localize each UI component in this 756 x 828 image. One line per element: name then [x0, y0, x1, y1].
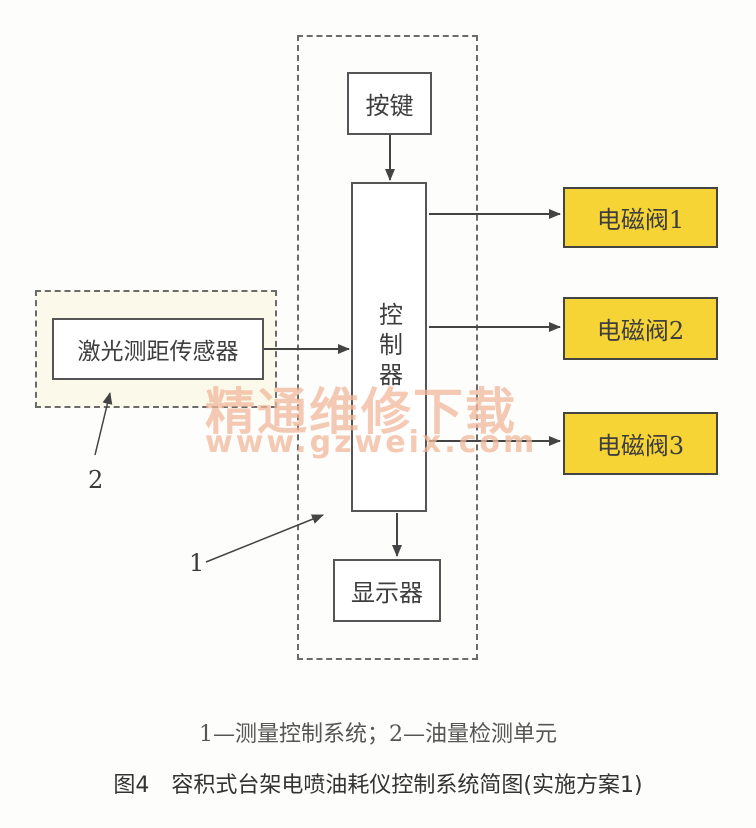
display-box: 显示器: [333, 559, 441, 622]
leader-line-2: [94, 392, 113, 456]
sensor-box: 激光测距传感器: [52, 318, 264, 380]
sensor-label: 激光测距传感器: [77, 339, 239, 365]
figure-caption: 图4 容积式台架电喷油耗仪控制系统简图(实施方案1): [113, 773, 643, 798]
valve-1-box: 电磁阀1: [563, 187, 718, 248]
callout-2: 2: [88, 466, 104, 494]
valve-3-label: 电磁阀3: [596, 432, 685, 460]
measurement-control-system-boundary: [297, 35, 478, 660]
legend-caption: 1—测量控制系统；2—油量检测单元: [199, 722, 557, 747]
controller-box: 控制器: [351, 182, 427, 512]
valve-3-box: 电磁阀3: [563, 412, 718, 475]
callout-1: 1: [189, 549, 205, 577]
keypad-label: 按键: [365, 92, 414, 120]
valve-2-label: 电磁阀2: [596, 317, 685, 345]
valve-1-label: 电磁阀1: [596, 206, 685, 234]
controller-label: 控制器: [374, 302, 403, 392]
valve-2-box: 电磁阀2: [563, 297, 718, 360]
watermark-title: 精通维修下载: [205, 383, 517, 441]
display-label: 显示器: [351, 579, 423, 607]
leader-line-1: [205, 514, 324, 563]
watermark-url: www.gzweix.com: [205, 425, 538, 460]
keypad-box: 按键: [347, 72, 432, 135]
